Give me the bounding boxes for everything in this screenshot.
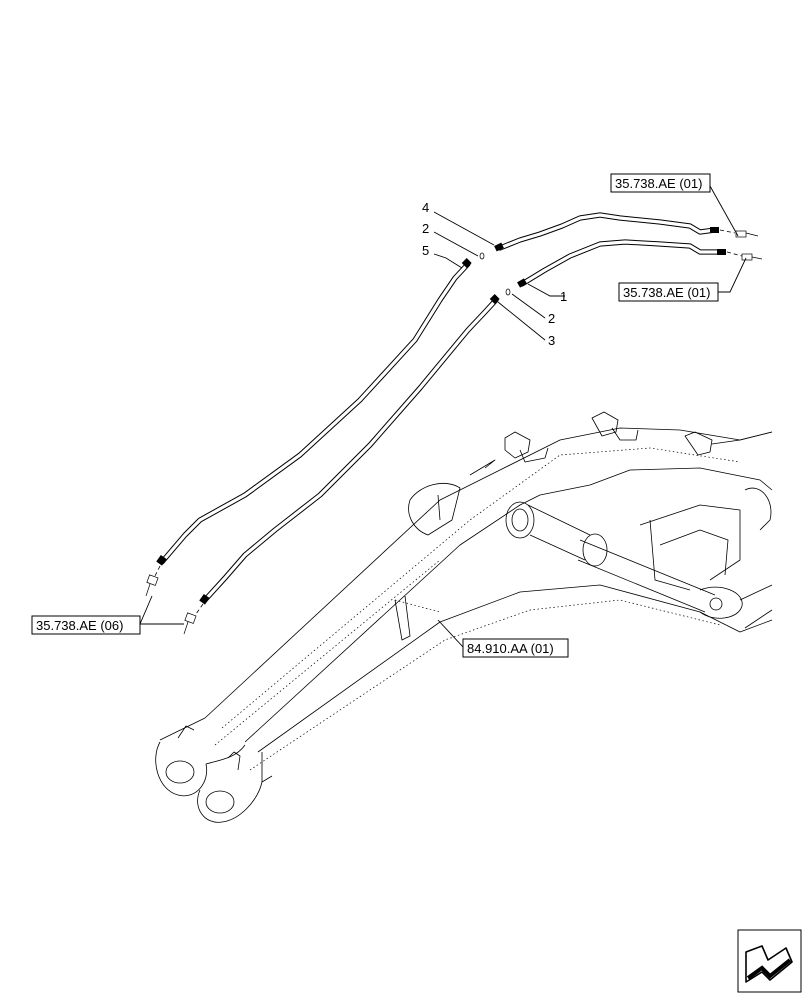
svg-text:35.738.AE (01): 35.738.AE (01) <box>615 176 702 191</box>
pipe-4-inner <box>498 213 717 250</box>
callout-4: 4 <box>422 200 429 215</box>
leader-lines <box>139 185 747 648</box>
callout-1: 1 <box>560 289 567 304</box>
svg-text:84.910.AA (01): 84.910.AA (01) <box>467 641 554 656</box>
ref-box-boom[interactable]: 84.910.AA (01) <box>462 638 569 658</box>
callout-5: 5 <box>422 243 429 258</box>
ref-box-mid[interactable]: 35.738.AE (01) <box>618 282 719 302</box>
svg-text:35.738.AE (06): 35.738.AE (06) <box>36 618 123 633</box>
pipe-assembly <box>145 212 763 635</box>
ref-box-left[interactable]: 35.738.AE (06) <box>31 615 141 635</box>
pipe-5-inner <box>160 262 470 564</box>
boom-outline <box>155 411 773 823</box>
pipe-3-inner <box>203 298 498 602</box>
ref-box-top[interactable]: 35.738.AE (01) <box>610 173 711 193</box>
pipe-1-inner <box>520 240 724 286</box>
svg-text:35.738.AE (01): 35.738.AE (01) <box>623 285 710 300</box>
pipe-3-outer <box>202 297 499 603</box>
direction-arrow-icon[interactable] <box>737 929 802 993</box>
callout-2-upper: 2 <box>422 221 429 236</box>
callout-3: 3 <box>548 333 555 348</box>
callout-2-lower: 2 <box>548 311 555 326</box>
